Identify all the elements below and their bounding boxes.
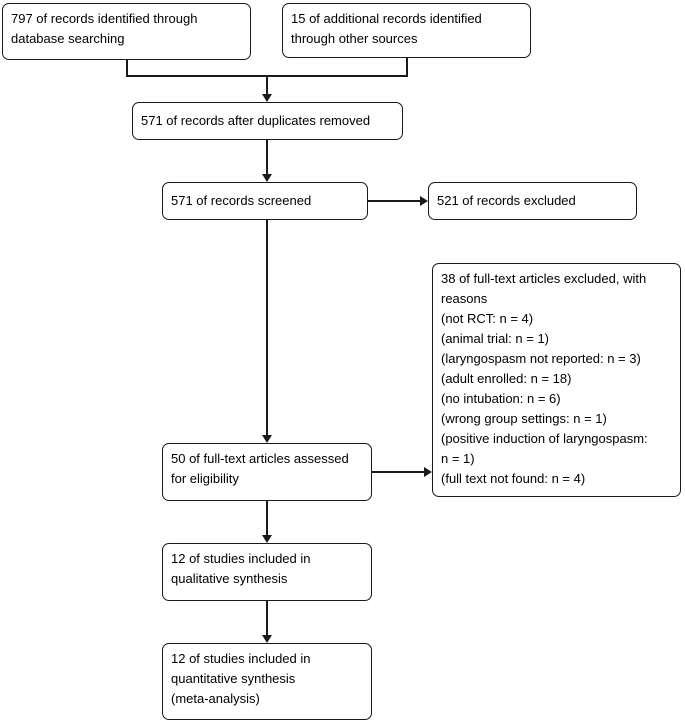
box-text-line: for eligibility <box>171 471 239 486</box>
connector-identified-other-drop <box>405 58 408 77</box>
box-text-line: quantitative synthesis <box>171 671 296 686</box>
flow-box-records-excluded: 521 of records excluded <box>428 182 637 220</box>
box-text-line: 797 of records identified through <box>11 11 198 26</box>
arrowhead-down-icon <box>262 94 272 102</box>
box-text-line: 38 of full-text articles excluded, with <box>441 271 647 286</box>
flow-box-fulltext-articles-assessed: 50 of full-text articles assessed for el… <box>162 443 372 501</box>
box-text-line: (wrong group settings: n = 1) <box>441 411 607 426</box>
box-text-line: (laryngospasm not reported: n = 3) <box>441 351 641 366</box>
box-text-line: (not RCT: n = 4) <box>441 311 534 326</box>
flow-box-records-identified-other-sources: 15 of additional records identified thro… <box>282 3 531 58</box>
connector-fulltext-to-qualitative <box>266 501 268 536</box>
flow-box-studies-qualitative-synthesis: 12 of studies included in qualitative sy… <box>162 543 372 601</box>
box-text-line: 521 of records excluded <box>437 193 576 208</box>
arrowhead-right-icon <box>424 467 432 477</box>
box-text-line: 12 of studies included in <box>171 651 311 666</box>
connector-qualitative-to-quantitative <box>266 601 268 636</box>
box-text-line: n = 1) <box>441 451 475 466</box>
arrowhead-down-icon <box>262 535 272 543</box>
box-text-line: database searching <box>11 31 125 46</box>
flow-box-records-identified-database: 797 of records identified through databa… <box>2 3 251 60</box>
flow-box-records-after-duplicates-removed: 571 of records after duplicates removed <box>132 102 403 140</box>
box-text-line: 12 of studies included in <box>171 551 311 566</box>
box-text-line: reasons <box>441 291 488 306</box>
arrowhead-down-icon <box>262 635 272 643</box>
box-text-line: (animal trial: n = 1) <box>441 331 550 346</box>
connector-identified-database-drop <box>125 60 128 77</box>
connector-duplicates-to-screened <box>266 140 268 175</box>
box-text-line: (full text not found: n = 4) <box>441 471 586 486</box>
connector-fulltext-to-reasons <box>372 471 425 473</box>
connector-screened-to-fulltext <box>266 220 268 436</box>
connector-screened-to-excluded <box>368 200 421 202</box>
flow-box-studies-quantitative-synthesis: 12 of studies included in quantitative s… <box>162 643 372 720</box>
box-text-line: (positive induction of laryngospasm: <box>441 431 648 446</box>
box-text-line: 50 of full-text articles assessed <box>171 451 349 466</box>
flow-box-fulltext-articles-excluded-reasons: 38 of full-text articles excluded, with … <box>432 263 681 497</box>
box-text-line: (no intubation: n = 6) <box>441 391 561 406</box>
flow-box-records-screened: 571 of records screened <box>162 182 368 220</box>
arrowhead-down-icon <box>262 435 272 443</box>
box-text-line: 571 of records after duplicates removed <box>141 113 371 128</box>
arrowhead-down-icon <box>262 174 272 182</box>
box-text-line: (adult enrolled: n = 18) <box>441 371 572 386</box>
box-text-line: 571 of records screened <box>171 193 312 208</box>
box-text-line: qualitative synthesis <box>171 571 288 586</box>
box-text-line: 15 of additional records identified <box>291 11 482 26</box>
connector-merge-to-duplicates <box>266 75 268 95</box>
arrowhead-right-icon <box>420 196 428 206</box>
box-text-line: through other sources <box>291 31 418 46</box>
box-text-line: (meta-analysis) <box>171 691 260 706</box>
